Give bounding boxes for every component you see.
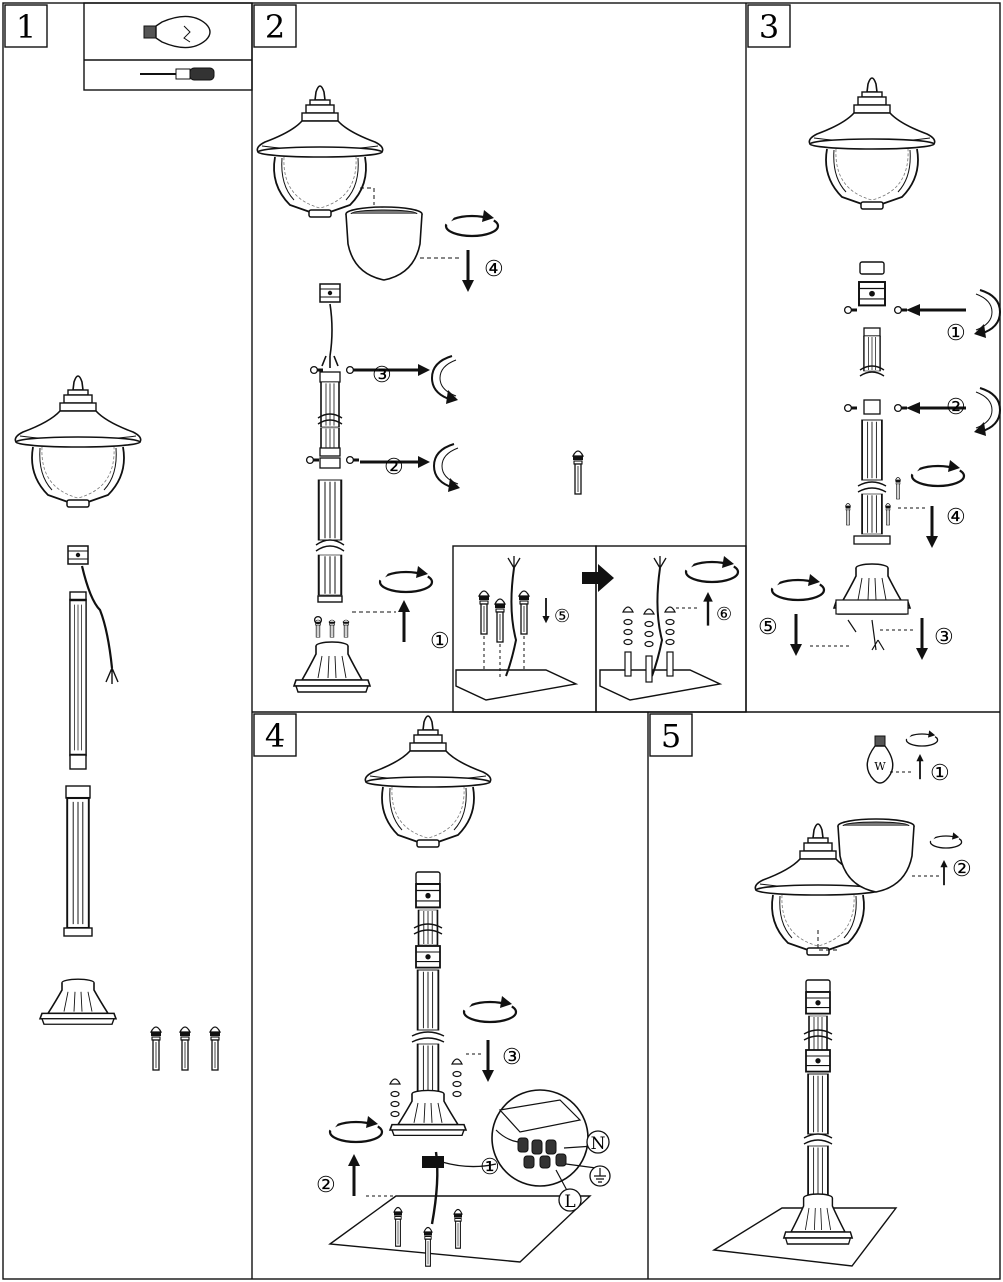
svg-text:③: ③ <box>502 1045 522 1070</box>
svg-text:④: ④ <box>946 505 966 530</box>
step-label-5: 5 <box>649 713 693 757</box>
live-label: L <box>564 1192 575 1212</box>
light-bulb-icon <box>143 15 211 49</box>
ground-anchor-inset-right: ⑥ <box>599 556 738 701</box>
svg-text:②: ② <box>316 1173 336 1198</box>
svg-text:③: ③ <box>372 363 392 388</box>
bulb-icon <box>866 735 894 784</box>
svg-text:5: 5 <box>661 717 681 755</box>
panel-1-parts <box>14 375 221 1071</box>
step-label-3: 3 <box>747 4 791 48</box>
svg-text:①: ① <box>480 1155 500 1180</box>
panel-2-step-numbers: ① ② ③ ④ <box>372 257 504 654</box>
panel-3-assembly <box>772 77 1001 662</box>
svg-text:②: ② <box>946 395 966 420</box>
panel-5-finish: W <box>711 728 964 1267</box>
svg-text:1: 1 <box>16 8 36 46</box>
svg-text:2: 2 <box>265 8 285 46</box>
neutral-label: N <box>591 1134 606 1154</box>
step-label-1: 1 <box>4 4 48 48</box>
svg-text:①: ① <box>430 629 450 654</box>
svg-text:⑥: ⑥ <box>716 604 732 625</box>
panel-4-labels: ① ② ③ N L <box>316 1045 610 1212</box>
svg-text:②: ② <box>952 857 972 882</box>
screwdriver-icon <box>140 67 215 81</box>
panel-4-installation <box>330 715 611 1267</box>
svg-text:W: W <box>874 760 886 773</box>
svg-text:④: ④ <box>484 257 504 282</box>
svg-text:4: 4 <box>265 717 285 755</box>
svg-text:3: 3 <box>759 8 779 46</box>
next-step-arrow <box>582 564 614 592</box>
svg-text:②: ② <box>384 455 404 480</box>
earth-ground-icon <box>589 1165 611 1187</box>
step-label-2: 2 <box>253 4 297 48</box>
svg-text:③: ③ <box>934 625 954 650</box>
svg-text:①: ① <box>930 761 950 786</box>
svg-text:⑤: ⑤ <box>758 615 778 640</box>
step-label-4: 4 <box>253 713 297 757</box>
svg-text:⑤: ⑤ <box>554 606 570 627</box>
ground-anchor-inset-left: ⑤ <box>455 556 579 701</box>
panel-3-step-numbers: ① ② ③ ④ ⑤ <box>758 321 966 650</box>
svg-text:①: ① <box>946 321 966 346</box>
panel-5-step-numbers: ① ② <box>930 761 972 882</box>
panel-2-exploded-view <box>256 85 584 693</box>
